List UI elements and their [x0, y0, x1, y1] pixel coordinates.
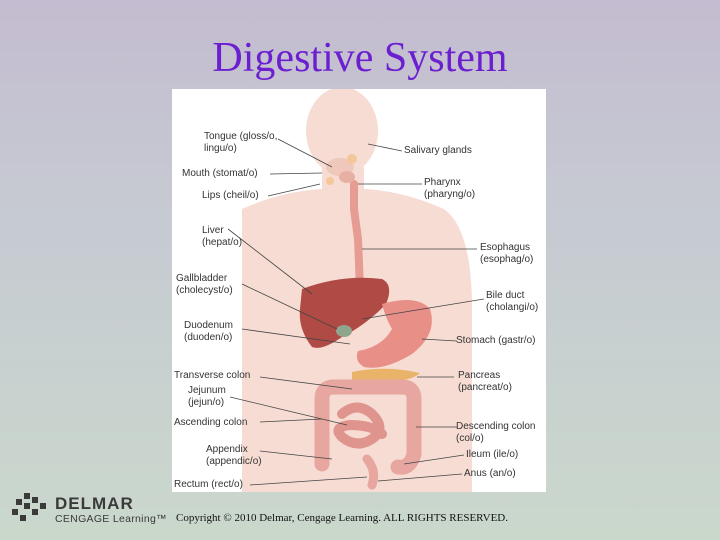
- label-lips: Lips (cheil/o): [202, 190, 259, 201]
- rectum-shape: [362, 454, 379, 490]
- leader-lines: [227, 138, 485, 486]
- label-jejunum: Jejunum (jejun/o): [188, 385, 226, 408]
- label-pancreas: Pancreas (pancreat/o): [458, 370, 512, 393]
- mouth-region: [326, 154, 357, 185]
- label-gallbladder: Gallbladder (cholecyst/o): [176, 273, 233, 296]
- label-ascending-colon: Ascending colon: [174, 417, 248, 428]
- large-intestine-shape: [314, 379, 422, 475]
- copyright-notice: Copyright © 2010 Delmar, Cengage Learnin…: [176, 512, 508, 524]
- slide-title: Digestive System: [212, 35, 508, 81]
- label-liver: Liver (hepat/o): [202, 225, 243, 248]
- label-tongue: Tongue (gloss/o, lingu/o): [204, 131, 278, 154]
- delmar-cengage-logo: DELMAR CENGAGE Learning™: [12, 491, 182, 527]
- label-transverse-colon: Transverse colon: [174, 370, 251, 381]
- label-descending-colon: Descending colon (col/o): [456, 421, 536, 444]
- gallbladder-shape: [336, 325, 352, 337]
- pancreas-shape: [352, 368, 420, 383]
- label-stomach: Stomach (gastr/o): [456, 335, 536, 346]
- small-intestine-shape: [333, 402, 387, 449]
- label-esophagus: Esophagus (esophag/o): [480, 242, 534, 265]
- label-anus: Anus (an/o): [464, 468, 516, 479]
- logo-mark-icon: [12, 493, 46, 521]
- label-pharynx: Pharynx (pharyng/o): [424, 177, 476, 200]
- label-appendix: Appendix (appendic/o): [206, 444, 262, 467]
- label-duodenum: Duodenum (duoden/o): [184, 320, 233, 343]
- stomach-shape: [356, 300, 432, 368]
- logo-text-delmar: DELMAR: [55, 494, 134, 513]
- logo-text-cengage: CENGAGE Learning™: [55, 513, 167, 525]
- label-salivary-glands: Salivary glands: [404, 145, 472, 156]
- anatomy-illustration: [227, 89, 485, 492]
- label-bile-duct: Bile duct (cholangi/o): [486, 290, 539, 313]
- label-ileum: Ileum (ile/o): [466, 449, 519, 460]
- label-rectum: Rectum (rect/o): [174, 479, 243, 490]
- digestive-system-diagram: Tongue (gloss/o, lingu/o) Mouth (stomat/…: [172, 89, 546, 492]
- liver-shape: [299, 277, 390, 348]
- label-mouth: Mouth (stomat/o): [182, 168, 258, 179]
